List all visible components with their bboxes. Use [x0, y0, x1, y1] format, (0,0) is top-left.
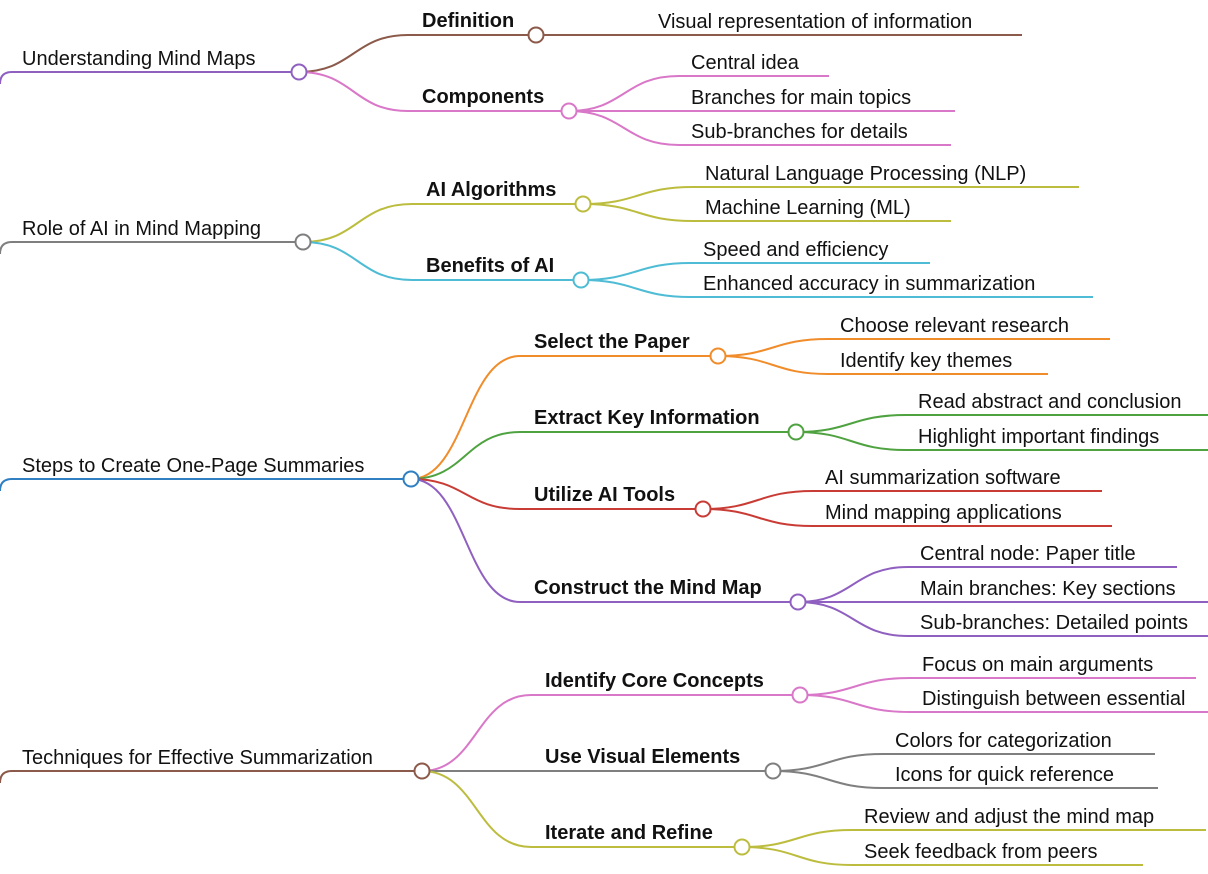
leaf-label-mind-mapping-applications: Mind mapping applications	[825, 502, 1062, 524]
leaf-label-enhanced-accuracy-in-summarization: Enhanced accuracy in summarization	[703, 273, 1035, 295]
topic-label-iterate-and-refine: Iterate and Refine	[545, 822, 713, 844]
leaf-label-distinguish-between-essential: Distinguish between essential	[922, 688, 1186, 710]
branch-line-understanding-mind-maps	[0, 71, 299, 85]
topic-line-iterate-and-refine	[421, 770, 742, 848]
leaf-line-review-and-adjust-the-mind-map	[741, 829, 1206, 848]
leaf-label-branches-for-main-topics: Branches for main topics	[691, 87, 911, 109]
topic-line-identify-core-concepts	[421, 694, 800, 772]
leaf-label-sub-branches-for-details: Sub-branches for details	[691, 121, 908, 143]
topic-label-components: Components	[422, 86, 544, 108]
topic-node-utilize-ai-tools[interactable]	[694, 500, 712, 518]
branch-line-steps-to-create-one-page-summaries	[0, 478, 411, 492]
leaf-line-choose-relevant-research	[717, 338, 1110, 357]
leaf-line-colors-for-categorization	[772, 753, 1155, 772]
leaf-line-highlight-important-findings	[795, 431, 1208, 451]
leaf-label-icons-for-quick-reference: Icons for quick reference	[895, 764, 1114, 786]
leaf-line-ai-summarization-software	[702, 490, 1102, 510]
leaf-label-seek-feedback-from-peers: Seek feedback from peers	[864, 841, 1097, 863]
topic-label-definition: Definition	[422, 10, 514, 32]
topic-line-utilize-ai-tools	[410, 478, 703, 510]
topic-line-ai-algorithms	[302, 203, 583, 243]
topic-node-benefits-of-ai[interactable]	[572, 271, 590, 289]
topic-label-extract-key-information: Extract Key Information	[534, 407, 760, 429]
leaf-line-central-idea	[568, 75, 829, 112]
topic-label-select-the-paper: Select the Paper	[534, 331, 690, 353]
topic-node-ai-algorithms[interactable]	[574, 195, 592, 213]
leaf-line-seek-feedback-from-peers	[741, 846, 1143, 866]
topic-node-identify-core-concepts[interactable]	[791, 686, 809, 704]
leaf-label-colors-for-categorization: Colors for categorization	[895, 730, 1112, 752]
topic-node-components[interactable]	[560, 102, 578, 120]
leaf-label-read-abstract-and-conclusion: Read abstract and conclusion	[918, 391, 1182, 413]
topic-label-identify-core-concepts: Identify Core Concepts	[545, 670, 764, 692]
topic-label-benefits-of-ai: Benefits of AI	[426, 255, 554, 277]
leaf-line-natural-language-processing-nlp	[582, 186, 1079, 205]
topic-line-definition	[298, 34, 536, 73]
branch-line-techniques-for-effective-summarization	[0, 770, 422, 784]
topic-label-ai-algorithms: AI Algorithms	[426, 179, 556, 201]
branch-label-techniques-for-effective-summarization: Techniques for Effective Summarization	[22, 747, 373, 769]
branch-node-techniques-for-effective-summarization[interactable]	[413, 762, 431, 780]
leaf-line-sub-branches-for-details	[568, 110, 951, 146]
leaf-label-natural-language-processing-nlp: Natural Language Processing (NLP)	[705, 163, 1026, 185]
branch-label-steps-to-create-one-page-summaries: Steps to Create One-Page Summaries	[22, 455, 364, 477]
topic-line-benefits-of-ai	[302, 241, 581, 281]
leaf-label-speed-and-efficiency: Speed and efficiency	[703, 239, 888, 261]
leaf-line-sub-branches-detailed-points	[797, 601, 1208, 637]
leaf-line-focus-on-main-arguments	[799, 677, 1196, 696]
leaf-line-identify-key-themes	[717, 355, 1048, 375]
branch-label-role-of-ai-in-mind-mapping: Role of AI in Mind Mapping	[22, 218, 261, 240]
leaf-label-identify-key-themes: Identify key themes	[840, 350, 1012, 372]
leaf-line-machine-learning-ml	[582, 203, 951, 222]
leaf-line-icons-for-quick-reference	[772, 770, 1158, 789]
topic-line-components	[298, 71, 569, 112]
topic-label-utilize-ai-tools: Utilize AI Tools	[534, 484, 675, 506]
topic-line-extract-key-information	[410, 431, 796, 480]
leaf-line-distinguish-between-essential	[799, 694, 1208, 713]
leaf-line-mind-mapping-applications	[702, 508, 1112, 527]
leaf-label-focus-on-main-arguments: Focus on main arguments	[922, 654, 1153, 676]
topic-node-select-the-paper[interactable]	[709, 347, 727, 365]
leaf-label-visual-representation-of-information: Visual representation of information	[658, 11, 972, 33]
branch-label-understanding-mind-maps: Understanding Mind Maps	[22, 48, 255, 70]
leaf-line-speed-and-efficiency	[580, 262, 930, 281]
leaf-label-choose-relevant-research: Choose relevant research	[840, 315, 1069, 337]
topic-label-use-visual-elements: Use Visual Elements	[545, 746, 740, 768]
leaf-line-read-abstract-and-conclusion	[795, 414, 1208, 433]
leaf-label-central-idea: Central idea	[691, 52, 800, 74]
leaf-label-machine-learning-ml: Machine Learning (ML)	[705, 197, 911, 219]
topic-node-definition[interactable]	[527, 26, 545, 44]
leaf-label-ai-summarization-software: AI summarization software	[825, 467, 1061, 489]
branch-node-understanding-mind-maps[interactable]	[290, 63, 308, 81]
branch-node-role-of-ai-in-mind-mapping[interactable]	[294, 233, 312, 251]
topic-line-construct-the-mind-map	[410, 478, 798, 603]
topic-node-construct-the-mind-map[interactable]	[789, 593, 807, 611]
leaf-line-enhanced-accuracy-in-summarization	[580, 279, 1093, 298]
leaf-line-central-node-paper-title	[797, 566, 1177, 603]
leaf-label-sub-branches-detailed-points: Sub-branches: Detailed points	[920, 612, 1188, 634]
leaf-label-review-and-adjust-the-mind-map: Review and adjust the mind map	[864, 806, 1154, 828]
branch-node-steps-to-create-one-page-summaries[interactable]	[402, 470, 420, 488]
leaf-label-highlight-important-findings: Highlight important findings	[918, 426, 1159, 448]
leaf-label-main-branches-key-sections: Main branches: Key sections	[920, 578, 1176, 600]
topic-label-construct-the-mind-map: Construct the Mind Map	[534, 577, 762, 599]
leaf-label-central-node-paper-title: Central node: Paper title	[920, 543, 1136, 565]
branch-line-role-of-ai-in-mind-mapping	[0, 241, 303, 255]
topic-node-iterate-and-refine[interactable]	[733, 838, 751, 856]
topic-line-select-the-paper	[410, 355, 718, 480]
topic-node-use-visual-elements[interactable]	[764, 762, 782, 780]
topic-node-extract-key-information[interactable]	[787, 423, 805, 441]
